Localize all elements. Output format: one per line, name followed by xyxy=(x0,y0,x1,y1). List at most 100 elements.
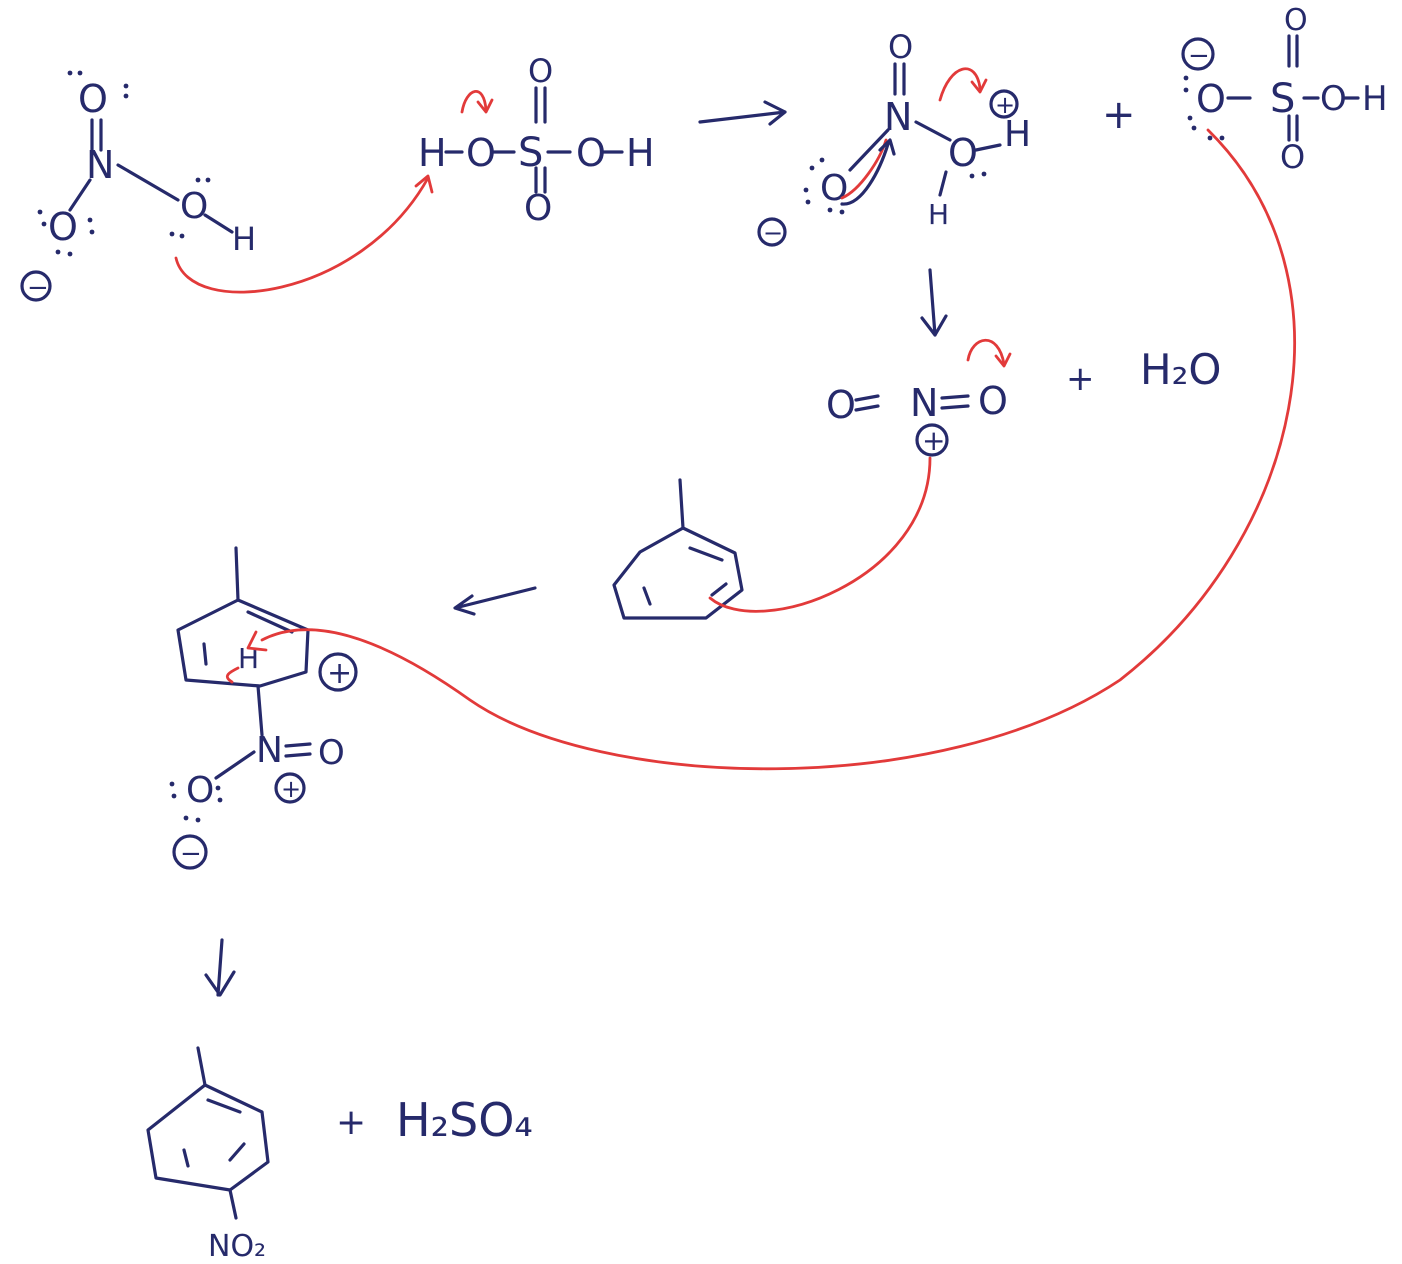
atom-o-plus: O xyxy=(948,131,978,175)
atom-o-left: O xyxy=(186,770,214,811)
plus-sign-1: + xyxy=(1102,92,1136,138)
protonated-nitric-acid: O N O O H H + − xyxy=(757,28,1031,247)
nitro-group-label: NO₂ xyxy=(208,1229,266,1264)
sulfuric-acid: H O S O O O H xyxy=(418,52,655,229)
arrow-oh-to-h xyxy=(174,176,430,294)
arrow-ring-to-nitronium xyxy=(708,456,932,613)
atom-o-right: O xyxy=(1320,79,1347,119)
atom-o-minus: O xyxy=(48,205,78,249)
charge-circle-minus xyxy=(172,834,208,870)
arrow-n-o-break xyxy=(938,67,982,102)
bond-s-o-bottom xyxy=(534,166,547,194)
atom-s: S xyxy=(518,130,543,176)
charge-circle-plus xyxy=(989,89,1019,119)
charge-minus: − xyxy=(1188,41,1210,71)
atom-o-hydroxyl: O xyxy=(180,186,208,227)
charge-minus: − xyxy=(180,839,202,869)
atom-o-top: O xyxy=(1284,3,1308,38)
atom-s: S xyxy=(1270,76,1295,122)
charge-minus: − xyxy=(763,219,783,247)
electron-arrows xyxy=(174,67,1296,771)
ring-double-bond-2 xyxy=(202,642,208,666)
nitrotoluene-product: NO₂ xyxy=(146,1046,270,1264)
atom-o-minus: O xyxy=(820,168,848,209)
atom-h: H xyxy=(1362,79,1388,119)
arrow-head-oh-to-h xyxy=(414,174,434,194)
bond-n-ominus xyxy=(848,128,890,172)
bond-c-no2 xyxy=(228,1188,238,1220)
arrow-head-n-o-break xyxy=(970,78,988,94)
arrow-head-oh-bond-break xyxy=(476,98,494,114)
charge-circle-minus xyxy=(757,217,787,247)
charge-circle-minus xyxy=(1181,37,1215,71)
bond-n-ominus xyxy=(68,178,92,212)
reaction-arrow-1 xyxy=(698,100,787,126)
atom-o-top: O xyxy=(78,77,108,121)
atom-h-down: H xyxy=(928,198,949,231)
atom-n: N xyxy=(256,730,283,771)
charge-circle-minus xyxy=(20,270,52,302)
atom-o-right: O xyxy=(978,379,1008,423)
ring-double-bond-1 xyxy=(688,546,724,562)
atom-h-left: H xyxy=(418,131,447,175)
bond-o-h xyxy=(203,213,234,234)
atom-n: N xyxy=(910,381,938,425)
bond-o-n-left xyxy=(854,394,880,412)
arrow-head-n-o-pi xyxy=(994,352,1012,368)
bond-n-o-right xyxy=(940,394,970,410)
atom-h: H xyxy=(238,642,259,675)
atom-o-bottom: O xyxy=(1280,138,1305,176)
atom-o-right: O xyxy=(318,733,345,773)
atom-o-minus: O xyxy=(1196,77,1226,121)
nitric-acid: O N O O H − xyxy=(20,70,256,303)
toluene xyxy=(612,478,744,620)
ring-double-bond-1 xyxy=(246,610,294,634)
atom-o-top: O xyxy=(888,28,913,66)
bisulfate-anion: − O S O O O H xyxy=(1181,3,1388,176)
bond-s-o-top xyxy=(1287,34,1299,68)
bond-n-o-double xyxy=(90,118,103,152)
arrow-ch-bond-to-ring xyxy=(226,666,240,684)
bond-o-h-right xyxy=(974,143,1002,152)
bond-n-oh xyxy=(116,163,180,202)
atom-h-right: H xyxy=(1004,114,1031,155)
sulfuric-acid-formula: H₂SO₄ xyxy=(396,1093,533,1147)
charge-circle-plus xyxy=(915,423,949,457)
charge-plus-n: + xyxy=(281,775,301,803)
bond-s-o-bottom xyxy=(1287,114,1299,142)
plus-sign-3: + xyxy=(336,1102,366,1143)
reaction-arrow-2 xyxy=(920,268,948,337)
atom-h-right: H xyxy=(626,131,655,175)
bond-s-o-top xyxy=(534,86,547,124)
ring-double-bond-2 xyxy=(182,1148,190,1168)
ring-double-bond-3 xyxy=(228,1142,246,1162)
charge-plus: + xyxy=(922,424,945,457)
charge-plus-ring: + xyxy=(327,656,352,691)
charge-plus: + xyxy=(995,91,1015,119)
ring-double-bond-1 xyxy=(206,1098,242,1114)
arrow-head-o-to-n xyxy=(878,138,896,156)
charge-minus: − xyxy=(27,273,49,303)
water-formula: H₂O xyxy=(1140,345,1221,394)
benzene-ring xyxy=(612,526,744,620)
ring-double-bond-2 xyxy=(642,586,652,606)
arrow-o-to-n-blue xyxy=(840,142,890,206)
atom-n: N xyxy=(884,95,912,139)
atom-h: H xyxy=(232,220,256,258)
methyl-bond xyxy=(196,1046,207,1087)
atom-o-bottom: O xyxy=(524,188,552,229)
plus-sign-2: + xyxy=(1066,359,1095,399)
methyl-bond xyxy=(234,546,240,602)
methyl-bond xyxy=(678,478,685,530)
nitronium-ion: O N O + xyxy=(826,379,1008,457)
arrow-oh-bond-break xyxy=(460,90,488,114)
reaction-arrow-3 xyxy=(453,586,537,616)
atom-o-left: O xyxy=(826,383,856,427)
bond-n-o-double xyxy=(893,62,906,96)
bond-n-o-single xyxy=(214,750,256,780)
arrow-n-o-pi xyxy=(966,338,1006,366)
bond-n-o-double xyxy=(284,742,312,758)
atom-o-top: O xyxy=(528,52,553,90)
